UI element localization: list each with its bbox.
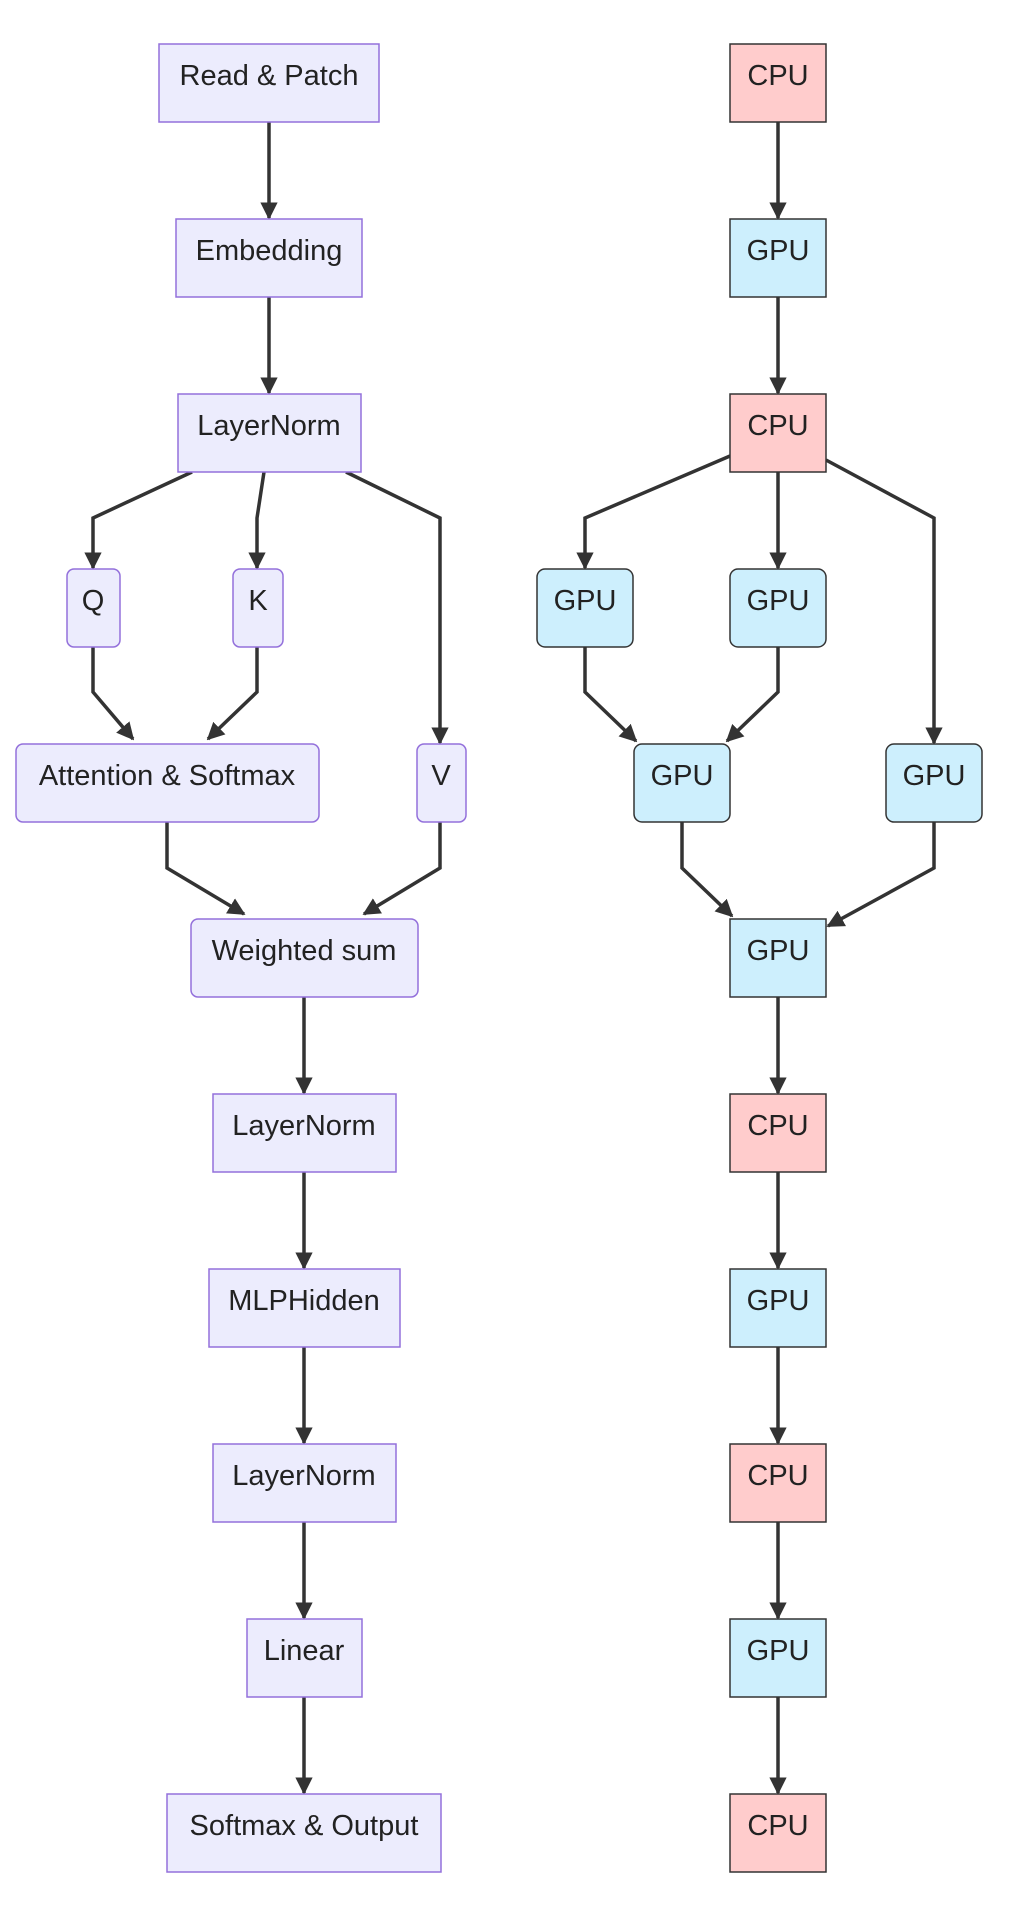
node-label: CPU	[747, 1110, 808, 1142]
node-label: K	[248, 585, 268, 617]
node-label: Embedding	[196, 235, 343, 267]
node-layernorm-2: LayerNorm	[212, 1093, 397, 1173]
node-attention-softmax: Attention & Softmax	[15, 743, 320, 823]
node-embedding: Embedding	[175, 218, 363, 298]
node-label: LayerNorm	[197, 410, 340, 442]
edge-device-3-to-v	[825, 458, 943, 745]
node-layernorm-1: LayerNorm	[177, 393, 362, 473]
node-label: GPU	[747, 935, 810, 967]
node-read-patch: Read & Patch	[158, 43, 380, 123]
node-label: Attention & Softmax	[39, 760, 296, 792]
node-linear: Linear	[246, 1618, 363, 1698]
edge-device-q-to-attention	[583, 647, 638, 743]
device-node-layernorm-3: CPU	[729, 1443, 827, 1523]
node-label: CPU	[747, 60, 808, 92]
device-node-embedding: GPU	[729, 218, 827, 298]
node-label: GPU	[747, 235, 810, 267]
edge-layernorm-1-to-v	[345, 470, 449, 745]
edge-q-to-attention	[91, 647, 135, 741]
edge-device-attention-to-weighted-sum	[680, 822, 734, 918]
node-label: Linear	[264, 1635, 345, 1667]
node-v: V	[416, 743, 467, 823]
device-node-weighted-sum: GPU	[729, 918, 827, 998]
model-edges	[84, 122, 449, 1795]
edge-v-to-weighted-sum	[362, 822, 442, 916]
node-k: K	[232, 568, 284, 648]
node-label: V	[431, 760, 451, 792]
edge-device-v-to-weighted-sum	[826, 822, 936, 928]
node-label: GPU	[903, 760, 966, 792]
node-q: Q	[66, 568, 121, 648]
device-nodes: CPU GPU CPU GPU GPU GPU GPU GPU	[536, 43, 983, 1873]
device-node-v: GPU	[885, 743, 983, 823]
node-label: CPU	[747, 410, 808, 442]
edge-device-3-to-q	[576, 454, 731, 570]
node-label: GPU	[554, 585, 617, 617]
device-node-softmax-output: CPU	[729, 1793, 827, 1873]
device-node-read-patch: CPU	[729, 43, 827, 123]
device-node-mlp-hidden: GPU	[729, 1268, 827, 1348]
node-mlp-hidden: MLPHidden	[208, 1268, 401, 1348]
device-node-q: GPU	[536, 568, 634, 648]
device-node-layernorm-2: CPU	[729, 1093, 827, 1173]
node-label: Softmax & Output	[190, 1810, 419, 1842]
device-node-attention-softmax: GPU	[633, 743, 731, 823]
node-label: GPU	[747, 1285, 810, 1317]
node-layernorm-3: LayerNorm	[212, 1443, 397, 1523]
node-weighted-sum: Weighted sum	[190, 918, 419, 998]
node-label: LayerNorm	[232, 1110, 375, 1142]
node-label: GPU	[747, 1635, 810, 1667]
edge-attention-to-weighted-sum	[165, 822, 246, 916]
edge-k-to-attention	[206, 647, 259, 741]
edge-layernorm-1-to-k	[248, 471, 266, 570]
model-nodes: Read & Patch Embedding LayerNorm Q K Att…	[15, 43, 467, 1873]
node-label: CPU	[747, 1460, 808, 1492]
device-edges	[576, 122, 943, 1795]
edge-device-k-to-attention	[725, 647, 780, 743]
node-label: GPU	[747, 585, 810, 617]
node-softmax-output: Softmax & Output	[166, 1793, 442, 1873]
device-node-linear: GPU	[729, 1618, 827, 1698]
edge-layernorm-1-to-q	[84, 470, 193, 570]
device-node-k: GPU	[729, 568, 827, 648]
node-label: MLPHidden	[228, 1285, 380, 1317]
node-label: Weighted sum	[212, 935, 397, 967]
node-label: Read & Patch	[180, 60, 359, 92]
node-label: LayerNorm	[232, 1460, 375, 1492]
node-label: Q	[82, 585, 105, 617]
node-label: CPU	[747, 1810, 808, 1842]
device-node-layernorm-1: CPU	[729, 393, 827, 473]
node-label: GPU	[651, 760, 714, 792]
